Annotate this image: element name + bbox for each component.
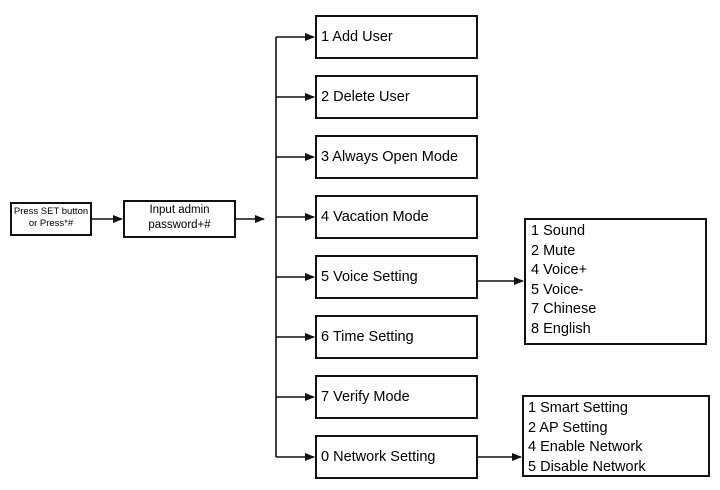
menu-box-voice-setting — [315, 255, 478, 299]
admin-password-label: Input admin password+# — [123, 203, 236, 233]
menu-box-vacation-mode — [315, 195, 478, 239]
admin-password-box — [123, 200, 236, 238]
menu-label-verify-mode: 7 Verify Mode — [321, 389, 410, 405]
voice-option-voice-down: 5 Voice- — [531, 281, 584, 298]
menu-label-delete-user: 2 Delete User — [321, 89, 410, 105]
voice-option-chinese: 7 Chinese — [531, 301, 597, 317]
start-label: Press SET button or Press*# — [10, 206, 92, 230]
menu-label-time-setting: 6 Time Setting — [321, 329, 414, 345]
start-line-1: Press SET button — [13, 206, 89, 217]
admin-line-2: password+# — [148, 219, 211, 231]
network-submenu-box — [522, 395, 710, 477]
menu-label-voice-setting: 5 Voice Setting — [321, 269, 418, 285]
menu-label-add-user: 1 Add User — [321, 29, 393, 45]
network-option-smart-setting: 1 Smart Setting — [528, 400, 628, 416]
network-option-enable-network: 4 Enable Network — [528, 439, 643, 455]
network-option-disable-network: 5 Disable Network — [528, 458, 646, 475]
network-option-ap-setting: 2 AP Setting — [528, 419, 608, 436]
voice-option-mute: 2 Mute — [531, 242, 576, 259]
voice-option-english: 8 English — [531, 320, 591, 337]
network-submenu-list: 1 Smart Setting 2 AP Setting 4 Enable Ne… — [528, 399, 646, 477]
menu-box-always-open-mode — [315, 135, 478, 179]
admin-line-1: Input admin — [149, 204, 210, 216]
menu-label-vacation-mode: 4 Vacation Mode — [321, 209, 429, 225]
start-line-2: or Press*# — [28, 218, 74, 229]
menu-box-delete-user — [315, 75, 478, 119]
menu-box-add-user — [315, 15, 478, 59]
voice-option-voice-up: 4 Voice+ — [531, 262, 588, 278]
voice-option-sound: 1 Sound — [531, 223, 586, 239]
start-box — [10, 202, 92, 236]
voice-submenu-list: 1 Sound 2 Mute 4 Voice+ 5 Voice- 7 Chine… — [531, 222, 596, 339]
menu-box-verify-mode — [315, 375, 478, 419]
menu-box-time-setting — [315, 315, 478, 359]
voice-submenu-box — [524, 218, 707, 345]
menu-label-always-open-mode: 3 Always Open Mode — [321, 149, 459, 165]
menu-box-network-setting — [315, 435, 478, 479]
menu-label-network-setting: 0 Network Setting — [321, 449, 436, 465]
